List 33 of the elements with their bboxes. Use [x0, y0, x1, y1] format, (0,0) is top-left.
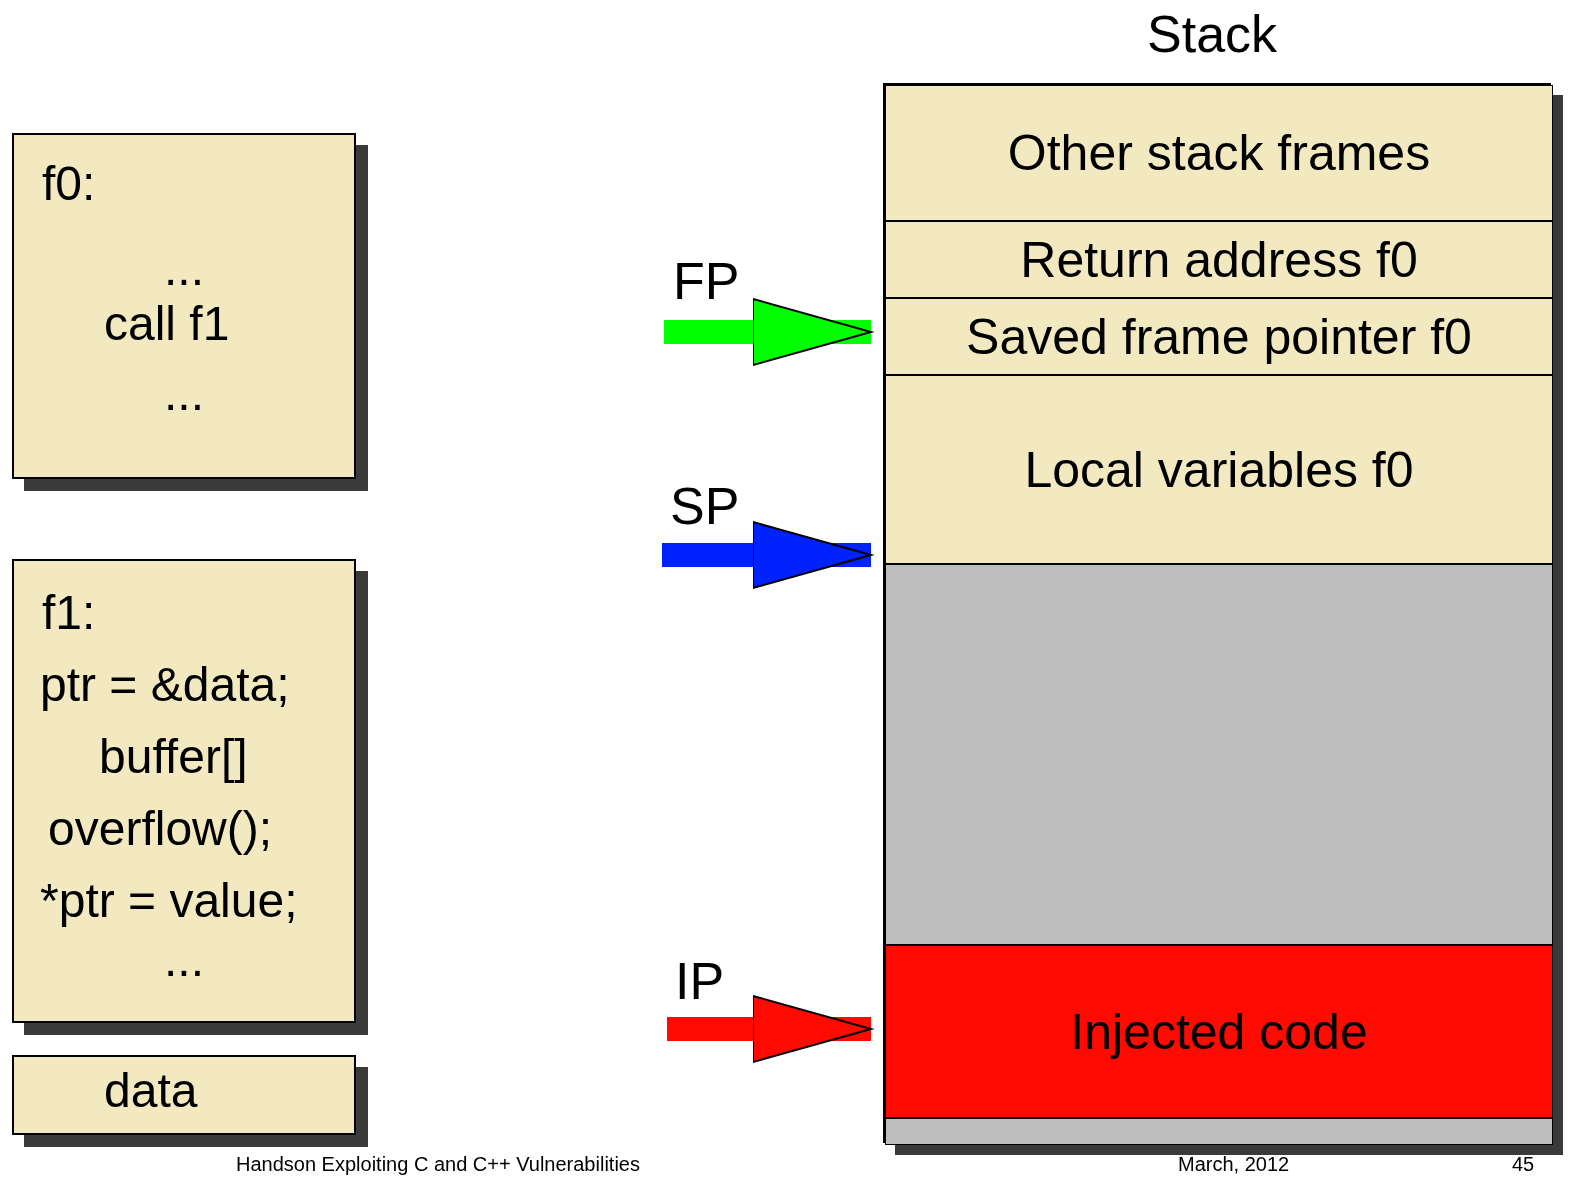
- function-label: f1:: [42, 589, 96, 637]
- stack-cell: [885, 221, 1553, 298]
- pointer-arrow: [662, 521, 872, 589]
- footer-text: Handson Exploiting C and C++ Vulnerabilities: [236, 1154, 640, 1174]
- ellipsis: ...: [164, 370, 204, 418]
- code-line: call f1: [104, 300, 230, 348]
- code-line: *ptr = value;: [40, 877, 298, 925]
- stack-cell: [885, 298, 1553, 375]
- stack-cell: [885, 945, 1553, 1118]
- code-line: ptr = &data;: [40, 661, 290, 709]
- code-line: buffer[]: [99, 733, 248, 781]
- stack-cell: [885, 85, 1553, 221]
- page-number: 45: [1512, 1154, 1535, 1174]
- cell-label: Saved frame pointer f0: [966, 307, 1472, 366]
- memory-label: data: [104, 1067, 198, 1115]
- function-label: f0:: [42, 160, 96, 208]
- pointer-arrow: [667, 995, 872, 1063]
- edge-label: SP: [670, 480, 740, 532]
- edge-label: IP: [675, 955, 725, 1007]
- stack-cell: [885, 375, 1553, 564]
- cell-label: Return address f0: [1020, 230, 1418, 289]
- edge-label: FP: [673, 255, 740, 307]
- cell-label: Injected code: [1070, 1002, 1368, 1061]
- pointer-arrow: [664, 298, 872, 366]
- footer-text: March, 2012: [1178, 1154, 1290, 1174]
- stack-cell: [885, 564, 1553, 945]
- code-line: overflow();: [48, 805, 273, 853]
- cell-label: Other stack frames: [1007, 124, 1431, 182]
- stack-title: Stack: [1147, 8, 1278, 60]
- cell-label: Local variables f0: [1024, 440, 1414, 499]
- stack-cell: [885, 1118, 1553, 1145]
- ellipsis: ...: [164, 936, 204, 984]
- ellipsis: ...: [164, 245, 204, 293]
